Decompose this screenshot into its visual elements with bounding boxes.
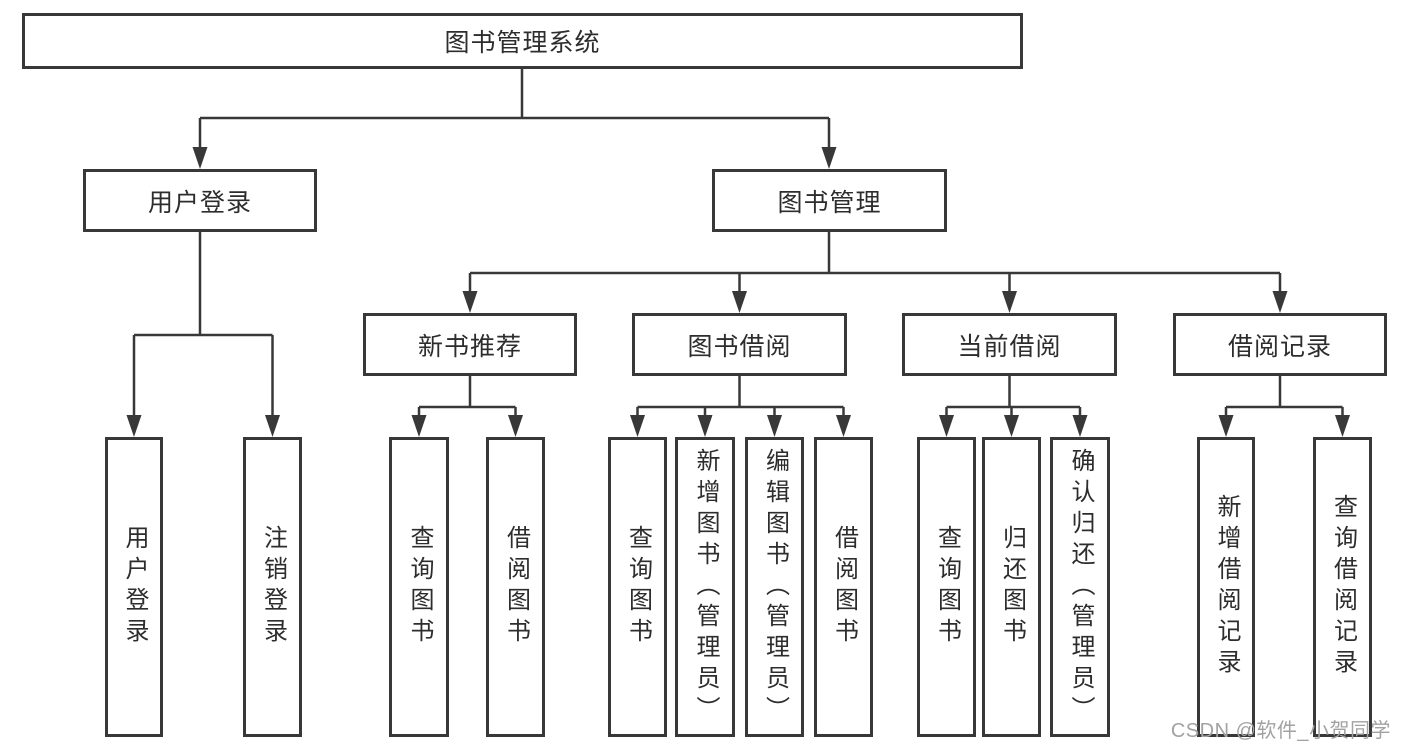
- node-label: 图书管理系统: [444, 29, 601, 57]
- node-label: 图书管理: [777, 188, 882, 217]
- node-label: 用户登录: [147, 188, 252, 217]
- connector-borrow-to-leaves: [636, 376, 845, 421]
- node-label: 注销登录: [259, 525, 287, 649]
- leaf-return-books: 归还图书: [982, 437, 1041, 737]
- node-label: 借阅图书: [830, 525, 858, 649]
- node-current-borrowing: 当前借阅: [902, 313, 1117, 376]
- connector-record-to-leaves: [1224, 376, 1344, 421]
- node-label: 借阅图书: [502, 525, 530, 649]
- node-label: 用户登录: [121, 525, 148, 649]
- leaf-query-borrow-record: 查询借阅记录: [1313, 437, 1372, 737]
- connector-recommend-to-leaves: [417, 376, 517, 421]
- node-new-book-recommend: 新书推荐: [363, 313, 577, 376]
- leaf-confirm-return-admin: 确认归还（管理员）: [1050, 437, 1110, 737]
- leaf-borrow-books-recommend: 借阅图书: [486, 437, 545, 737]
- node-label: 查询图书: [933, 525, 961, 649]
- node-user-login: 用户登录: [83, 169, 317, 232]
- node-label: 查询借阅记录: [1329, 494, 1357, 680]
- node-borrowing-records: 借阅记录: [1173, 313, 1387, 376]
- node-label: 新增借阅记录: [1213, 494, 1240, 680]
- leaf-logout: 注销登录: [243, 437, 302, 737]
- leaf-query-books-recommend: 查询图书: [389, 437, 449, 737]
- leaf-edit-book-admin: 编辑图书（管理员）: [745, 437, 804, 737]
- node-label: 编辑图书（管理员）: [761, 447, 789, 727]
- leaf-user-login: 用户登录: [105, 437, 163, 737]
- node-label: 当前借阅: [957, 332, 1062, 361]
- connector-management-to-level2: [468, 232, 1282, 295]
- node-library-system-root: 图书管理系统: [22, 13, 1023, 69]
- connector-current-to-leaves: [945, 376, 1082, 421]
- node-label: 确认归还（管理员）: [1067, 447, 1094, 727]
- node-label: 新书推荐: [417, 332, 522, 361]
- node-label: 借阅记录: [1227, 332, 1332, 361]
- leaf-query-books-current: 查询图书: [917, 437, 976, 737]
- node-book-borrowing: 图书借阅: [632, 313, 847, 376]
- connector-login-to-leaves: [132, 232, 274, 421]
- csdn-watermark: CSDN @软件_小贺同学: [1170, 720, 1391, 742]
- leaf-borrow-books: 借阅图书: [814, 437, 873, 737]
- leaf-add-book-admin: 新增图书（管理员）: [675, 437, 735, 737]
- node-label: 新增图书（管理员）: [692, 447, 719, 727]
- node-label: 归还图书: [998, 525, 1026, 649]
- leaf-add-borrow-record: 新增借阅记录: [1197, 437, 1255, 737]
- node-label: 查询图书: [624, 525, 652, 649]
- node-label: 查询图书: [406, 525, 433, 649]
- leaf-query-books-borrow: 查询图书: [608, 437, 667, 737]
- node-book-management: 图书管理: [712, 169, 947, 232]
- connector-root-to-level1: [198, 69, 831, 151]
- node-label: 图书借阅: [687, 332, 792, 361]
